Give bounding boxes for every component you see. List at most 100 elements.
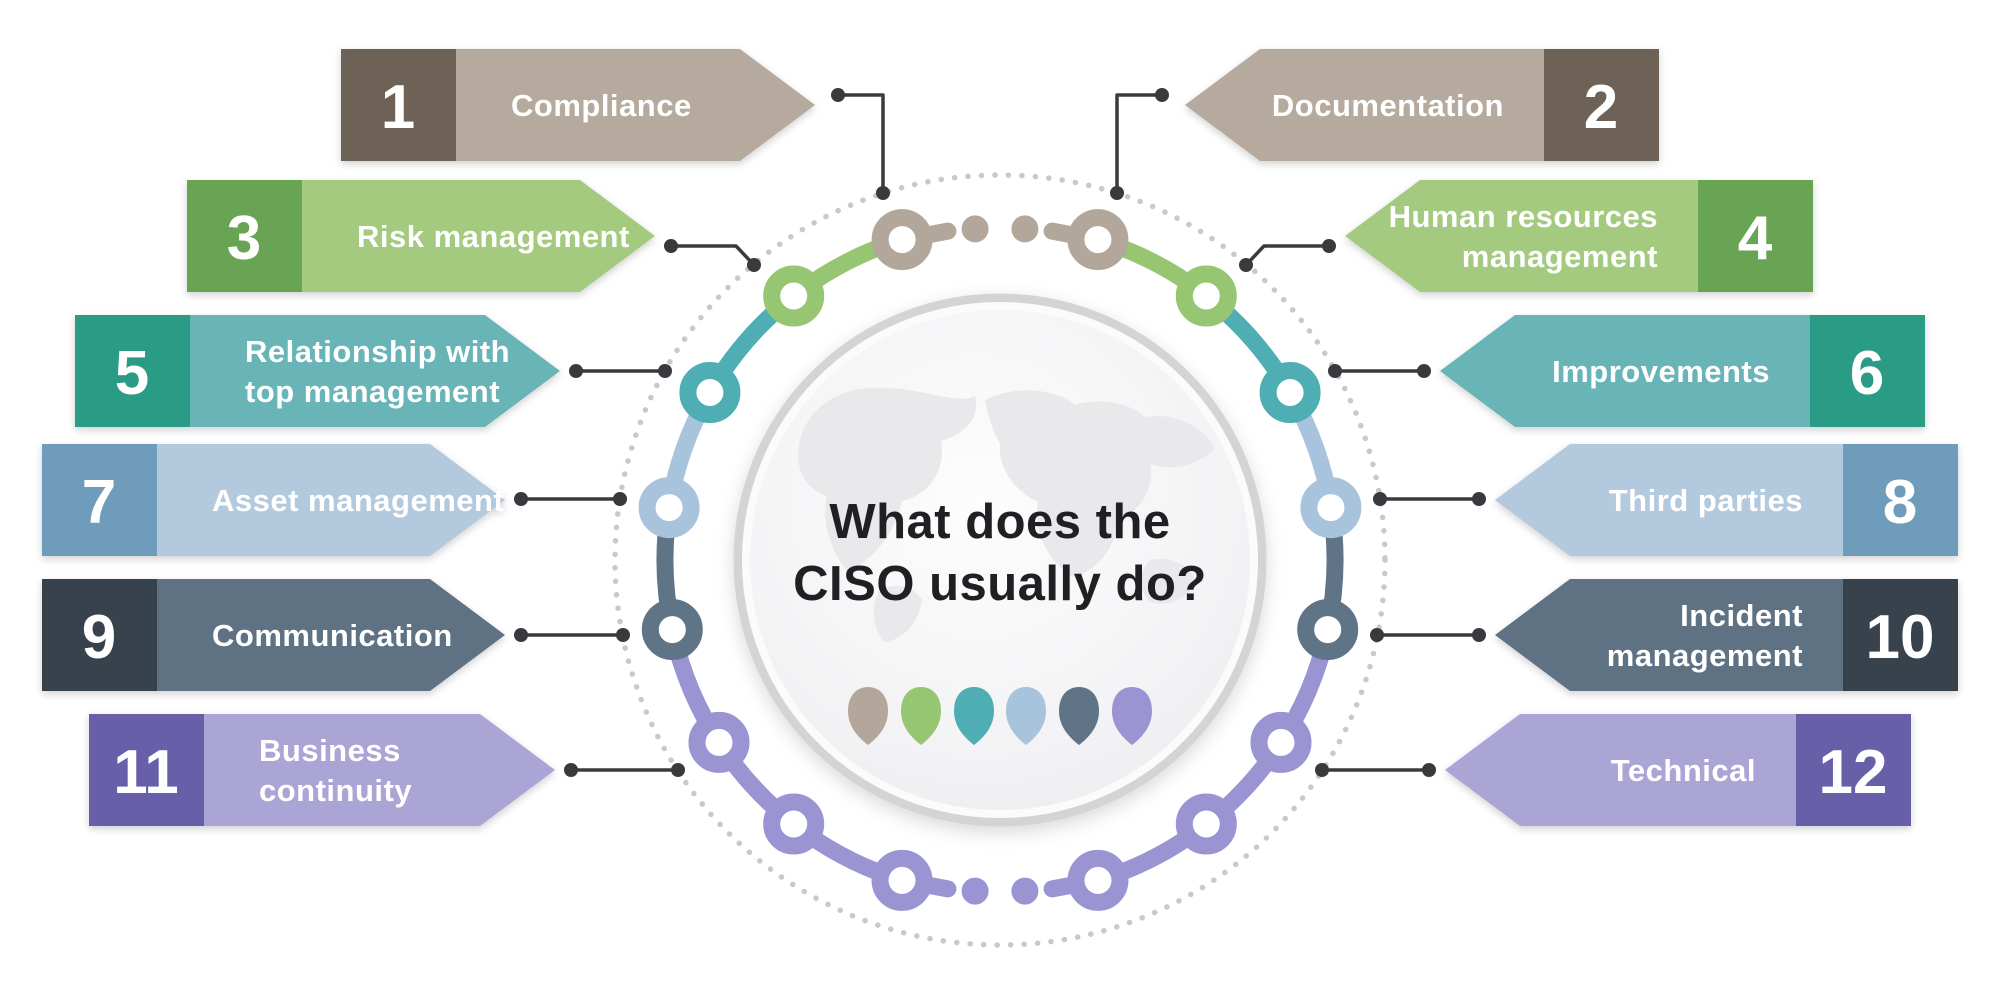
banner-2-number-box: [1544, 49, 1659, 161]
connector-3-dot-start: [664, 239, 678, 253]
banner-9-number: 9: [82, 603, 116, 672]
node-slate-left: [641, 599, 703, 661]
banner-6-label: Improvements: [1552, 354, 1770, 389]
node-purple-right-1: [1250, 711, 1312, 773]
connector-1-dot-start: [831, 88, 845, 102]
title-line-1: What does the: [829, 495, 1170, 549]
connector-10-dot-start: [1472, 628, 1486, 642]
banner-12-body: [1445, 714, 1911, 826]
connector-7-dot-start: [514, 492, 528, 506]
ball-top-left: [961, 215, 989, 243]
connector-3-line: [671, 244, 756, 267]
banner-9-label: Communication: [212, 618, 453, 653]
banner-8-number: 8: [1883, 468, 1917, 537]
connector-6-dot-end: [1328, 364, 1342, 378]
banner-risk-management: 3 Risk management: [187, 180, 655, 292]
connector-9-dot-start: [514, 628, 528, 642]
connector-11-dot-start: [564, 763, 578, 777]
banner-asset-management: 7 Asset management: [42, 444, 505, 556]
node-purple-key-left: [871, 849, 933, 911]
connector-4-dot-end: [1239, 258, 1253, 272]
legend-drops: [848, 687, 1152, 745]
node-slate-right: [1297, 599, 1359, 661]
world-map: [798, 387, 1215, 642]
connector-7: [514, 492, 627, 506]
banner-5-label-line2: top management: [245, 374, 500, 409]
map-blob-oceania: [1141, 558, 1195, 604]
banner-10-number-box: [1843, 579, 1958, 691]
banner-7-number: 7: [82, 468, 116, 537]
banner-7-label: Asset management: [212, 483, 504, 518]
connector-8-dot-end: [1373, 492, 1387, 506]
banner-4-number: 4: [1738, 204, 1773, 273]
node-taupe-key-right: [1067, 209, 1129, 271]
connector-2: [1110, 88, 1169, 200]
node-green-left: [763, 265, 825, 327]
banner-3-number: 3: [227, 204, 261, 273]
banner-5-label-line1: Relationship with: [245, 334, 510, 369]
map-blob-eurasia: [985, 390, 1215, 577]
banner-4-body: [1345, 180, 1813, 292]
connector-1-line: [838, 93, 885, 193]
banner-5-number-box: [75, 315, 190, 427]
banner-10-body: [1495, 579, 1958, 691]
connector-2-dot-end: [1110, 186, 1124, 200]
connector-3: [664, 239, 761, 272]
banner-6-number: 6: [1850, 339, 1884, 408]
banner-10-number: 10: [1866, 603, 1935, 672]
banner-11-number: 11: [113, 738, 179, 807]
connector-11-dot-end: [671, 763, 685, 777]
connector-10: [1370, 628, 1486, 642]
node-purple-right-2: [1175, 793, 1237, 855]
banner-6-body: [1440, 315, 1925, 427]
drop-purple: [1112, 687, 1152, 745]
connector-7-dot-end: [613, 492, 627, 506]
connector-1: [831, 88, 890, 200]
banner-3-body: [187, 180, 655, 292]
connector-2-dot-start: [1155, 88, 1169, 102]
connector-5-dot-end: [658, 364, 672, 378]
banner-8-number-box: [1843, 444, 1958, 556]
banner-1-number: 1: [381, 73, 415, 142]
node-blue-left: [638, 477, 700, 539]
banner-10-label-line1: Incident: [1680, 598, 1803, 633]
connector-8-dot-start: [1472, 492, 1486, 506]
connector-5: [569, 364, 672, 378]
chain-balls: [961, 215, 1039, 905]
connector-9-dot-end: [616, 628, 630, 642]
dotted-ring: [612, 172, 1388, 948]
banner-documentation: 2 Documentation: [1185, 49, 1659, 161]
banner-9-number-box: [42, 579, 157, 691]
banner-7-number-box: [42, 444, 157, 556]
banner-11-number-box: [89, 714, 204, 826]
connector-11: [564, 763, 685, 777]
banner-5-body: [75, 315, 560, 427]
banner-communication: 9 Communication: [42, 579, 505, 691]
chain-nodes: [638, 209, 1362, 911]
banner-2-number: 2: [1584, 73, 1618, 142]
banner-12-number-box: [1796, 714, 1911, 826]
banner-business-continuity: 11 Business continuity: [89, 714, 555, 826]
connectors: [514, 88, 1486, 777]
banner-third-parties: 8 Third parties: [1495, 444, 1958, 556]
banner-4-number-box: [1698, 180, 1813, 292]
banner-human-resources: 4 Human resources management: [1345, 180, 1813, 292]
connector-8: [1373, 492, 1486, 506]
banner-9-body: [42, 579, 505, 691]
node-taupe-key-left: [871, 209, 933, 271]
drop-blue: [1006, 687, 1046, 745]
drop-green: [901, 687, 941, 745]
banner-2-label: Documentation: [1272, 88, 1504, 123]
connector-10-dot-end: [1370, 628, 1384, 642]
connector-2-line: [1115, 93, 1162, 193]
drop-taupe: [848, 687, 888, 745]
banner-incident-management: 10 Incident management: [1495, 579, 1958, 691]
banner-3-number-box: [187, 180, 302, 292]
connector-12-dot-start: [1422, 763, 1436, 777]
connector-9: [514, 628, 630, 642]
banner-1-label: Compliance: [511, 88, 692, 123]
node-purple-left-2: [763, 793, 825, 855]
connector-4-line: [1244, 244, 1329, 267]
connector-12-dot-end: [1315, 763, 1329, 777]
